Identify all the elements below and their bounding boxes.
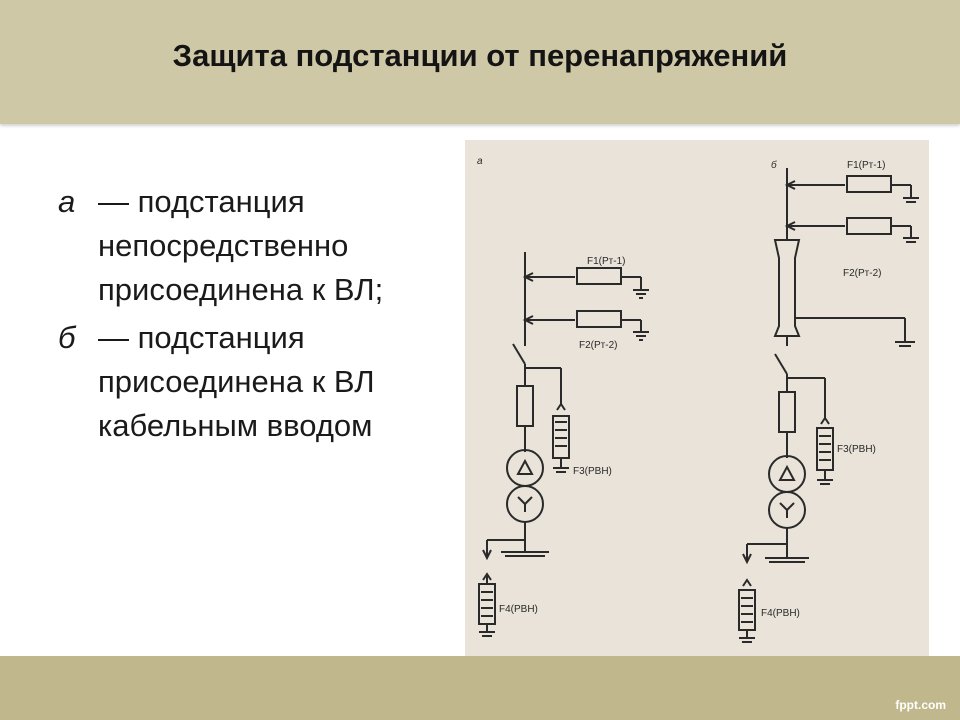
panel-b-f1-label: F1(Рт-1) xyxy=(847,160,885,171)
panel-b-f4-label: F4(РВН) xyxy=(761,608,800,619)
item-text: — подстанция присоединена к ВЛ кабельным… xyxy=(98,320,375,443)
circuit-diagram-image: а F1(Рт-1) F2(Рт-2) F3(РВН) F4(РВН) б F1… xyxy=(465,140,929,656)
panel-a-f4-label: F4(РВН) xyxy=(499,604,538,615)
item-text: — подстанция непосредственно присоединен… xyxy=(98,184,384,307)
panel-b-letter: б xyxy=(771,159,777,171)
list-item: б — подстанция присоединена к ВЛ кабельн… xyxy=(58,316,458,448)
panel-b-f3-label: F3(РВН) xyxy=(837,444,876,455)
panel-a-f2-label: F2(Рт-2) xyxy=(579,340,617,351)
panel-a-letter: а xyxy=(477,156,483,167)
item-marker: а xyxy=(58,184,76,219)
slide-title: Защита подстанции от перенапряжений xyxy=(172,38,788,73)
list-item: а — подстанция непосредственно присоедин… xyxy=(58,180,458,312)
header-bar: Защита подстанции от перенапряжений xyxy=(0,0,960,124)
item-marker: б xyxy=(58,320,76,355)
footer-bar: fppt.com xyxy=(0,656,960,720)
footer-brand: fppt.com xyxy=(895,698,946,712)
description-list: а — подстанция непосредственно присоедин… xyxy=(58,180,458,452)
panel-b-f2-label: F2(Рт-2) xyxy=(843,268,881,279)
circuit-diagram: а F1(Рт-1) F2(Рт-2) F3(РВН) F4(РВН) б F1… xyxy=(477,156,919,643)
panel-a-f1-label: F1(Рт-1) xyxy=(587,256,625,267)
panel-a-f3-label: F3(РВН) xyxy=(573,466,612,477)
